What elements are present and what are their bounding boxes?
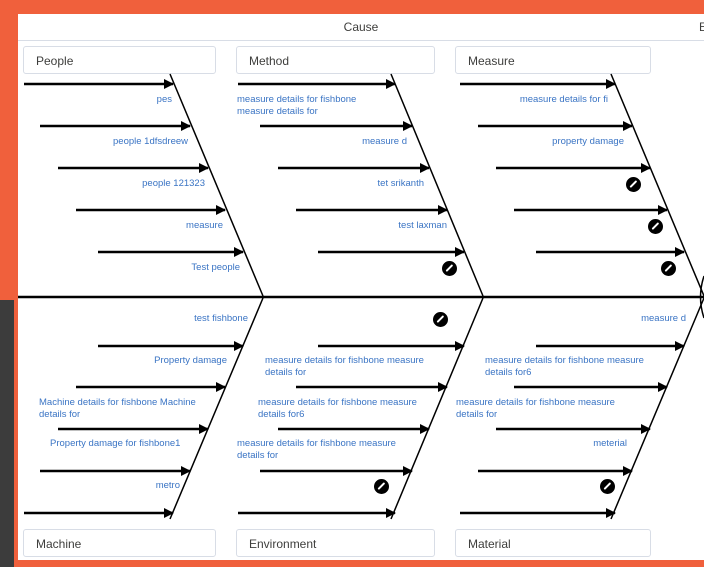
cause-label[interactable]: Property damage for fishbone1 (50, 438, 181, 449)
effect-head (699, 275, 704, 319)
cause-label[interactable]: measure (186, 220, 223, 231)
category-environment[interactable]: Environment (236, 529, 435, 557)
cause-label[interactable]: tet srikanth (377, 178, 424, 189)
category-machine[interactable]: Machine (23, 529, 216, 557)
bone-measure (610, 73, 704, 297)
pencil-edit-icon[interactable] (648, 219, 663, 234)
cause-label[interactable]: test laxman (398, 220, 447, 231)
cause-label[interactable]: people 1dfsdreew (113, 136, 188, 147)
cause-label[interactable]: measure details for fishbone measure det… (485, 355, 644, 378)
fishbone-diagram-panel: Cause E People Method Measure Machine En… (18, 14, 704, 560)
category-measure[interactable]: Measure (455, 46, 651, 74)
cause-label[interactable]: Test people (191, 262, 240, 273)
cause-label[interactable]: people 121323 (142, 178, 205, 189)
background-panel (0, 300, 14, 567)
category-method[interactable]: Method (236, 46, 435, 74)
cause-label[interactable]: meterial (593, 438, 627, 449)
cause-label[interactable]: measure d (641, 313, 686, 324)
bone-machine (169, 297, 264, 520)
cause-label[interactable]: measure details for fishbone measure det… (265, 355, 424, 378)
effect-title: E (699, 20, 704, 34)
cause-label[interactable]: property damage (552, 136, 624, 147)
bone-environment (390, 297, 484, 520)
cause-label[interactable]: measure details for fishbone measure det… (237, 438, 396, 461)
cause-title: Cause (343, 20, 379, 34)
cause-label[interactable]: measure details for fishbone measure det… (258, 397, 417, 420)
cause-label[interactable]: Machine details for fishbone Machine det… (39, 397, 196, 420)
pencil-edit-icon[interactable] (374, 479, 389, 494)
pencil-edit-icon[interactable] (626, 177, 641, 192)
fishbone-lines (18, 73, 704, 520)
cause-label[interactable]: measure d (362, 136, 407, 147)
category-people[interactable]: People (23, 46, 216, 74)
pencil-edit-icon[interactable] (600, 479, 615, 494)
cause-label[interactable]: Property damage (154, 355, 227, 366)
bone-method (390, 73, 484, 297)
cause-header: Cause E (18, 14, 704, 41)
category-material[interactable]: Material (455, 529, 651, 557)
pencil-edit-icon[interactable] (661, 261, 676, 276)
cause-label[interactable]: pes (156, 94, 172, 105)
pencil-edit-icon[interactable] (433, 312, 448, 327)
bone-people (169, 73, 264, 297)
cause-label[interactable]: measure details for fishbone measure det… (456, 397, 615, 420)
bone-material (610, 297, 704, 520)
cause-label[interactable]: measure details for fishbone measure det… (237, 94, 357, 117)
cause-label[interactable]: measure details for fi (519, 94, 608, 105)
pencil-edit-icon[interactable] (442, 261, 457, 276)
cause-label[interactable]: test fishbone (194, 313, 248, 324)
cause-label[interactable]: metro (155, 480, 180, 491)
